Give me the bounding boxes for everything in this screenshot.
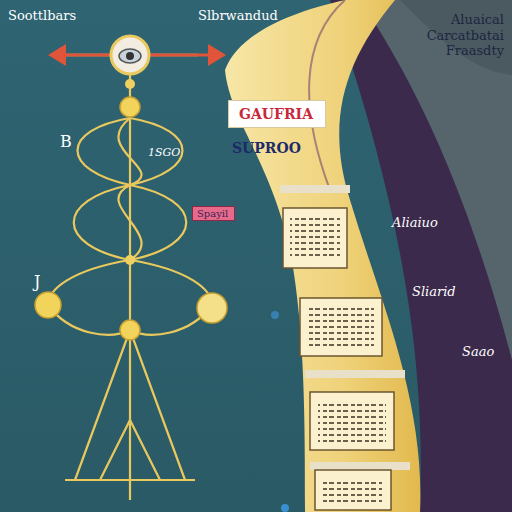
title-box: GAUFRIA — [228, 100, 326, 128]
corner-label: Soottlbars — [8, 8, 76, 24]
band-edge — [309, 0, 345, 190]
corner-note: Aluaical Carcatbatai Fraasdty — [404, 12, 504, 59]
heading-label: Slbrwandud — [198, 8, 278, 24]
figure — [48, 70, 212, 500]
band-side-label: Saao — [462, 344, 494, 360]
callout-letter: J — [34, 272, 40, 291]
callout-letter: B — [60, 132, 72, 151]
grey-corner — [400, 0, 512, 75]
paper-cards — [280, 185, 410, 510]
node-text: GAUFRIA — [239, 106, 315, 122]
band-label: SUPROO — [232, 140, 301, 157]
yellow-band — [225, 0, 420, 512]
band-side-label: Aliaiuo — [392, 215, 438, 231]
band-side-label: Sliarid — [412, 284, 456, 300]
small-label: 1SGO — [148, 146, 180, 159]
node-text: Spayil — [197, 208, 230, 219]
tag-label: Spayil — [192, 206, 235, 221]
